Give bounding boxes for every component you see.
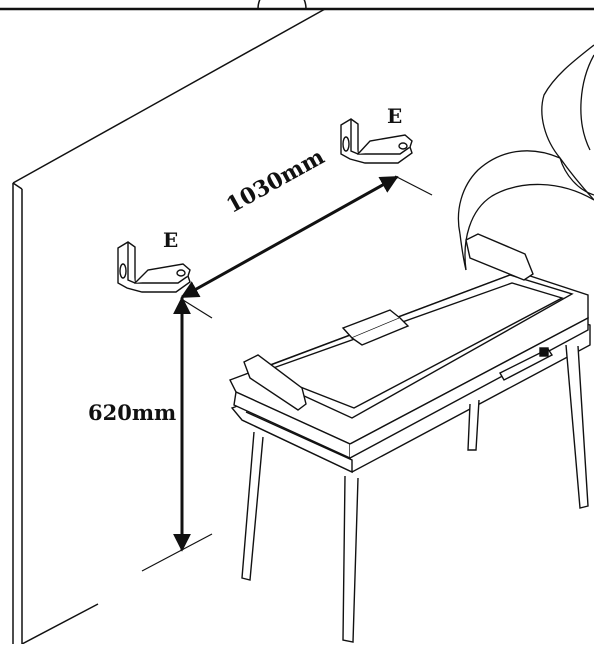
bracket-label-right: E — [387, 104, 403, 128]
bracket-right — [340, 118, 413, 164]
dimension-arrows — [173, 175, 399, 552]
wall-panel — [12, 8, 326, 645]
desk — [229, 233, 591, 643]
bracket-label-left: E — [163, 228, 179, 252]
bracket-left — [117, 241, 191, 293]
height-dimension-label: 620mm — [88, 400, 177, 425]
top-frame — [0, 0, 594, 11]
